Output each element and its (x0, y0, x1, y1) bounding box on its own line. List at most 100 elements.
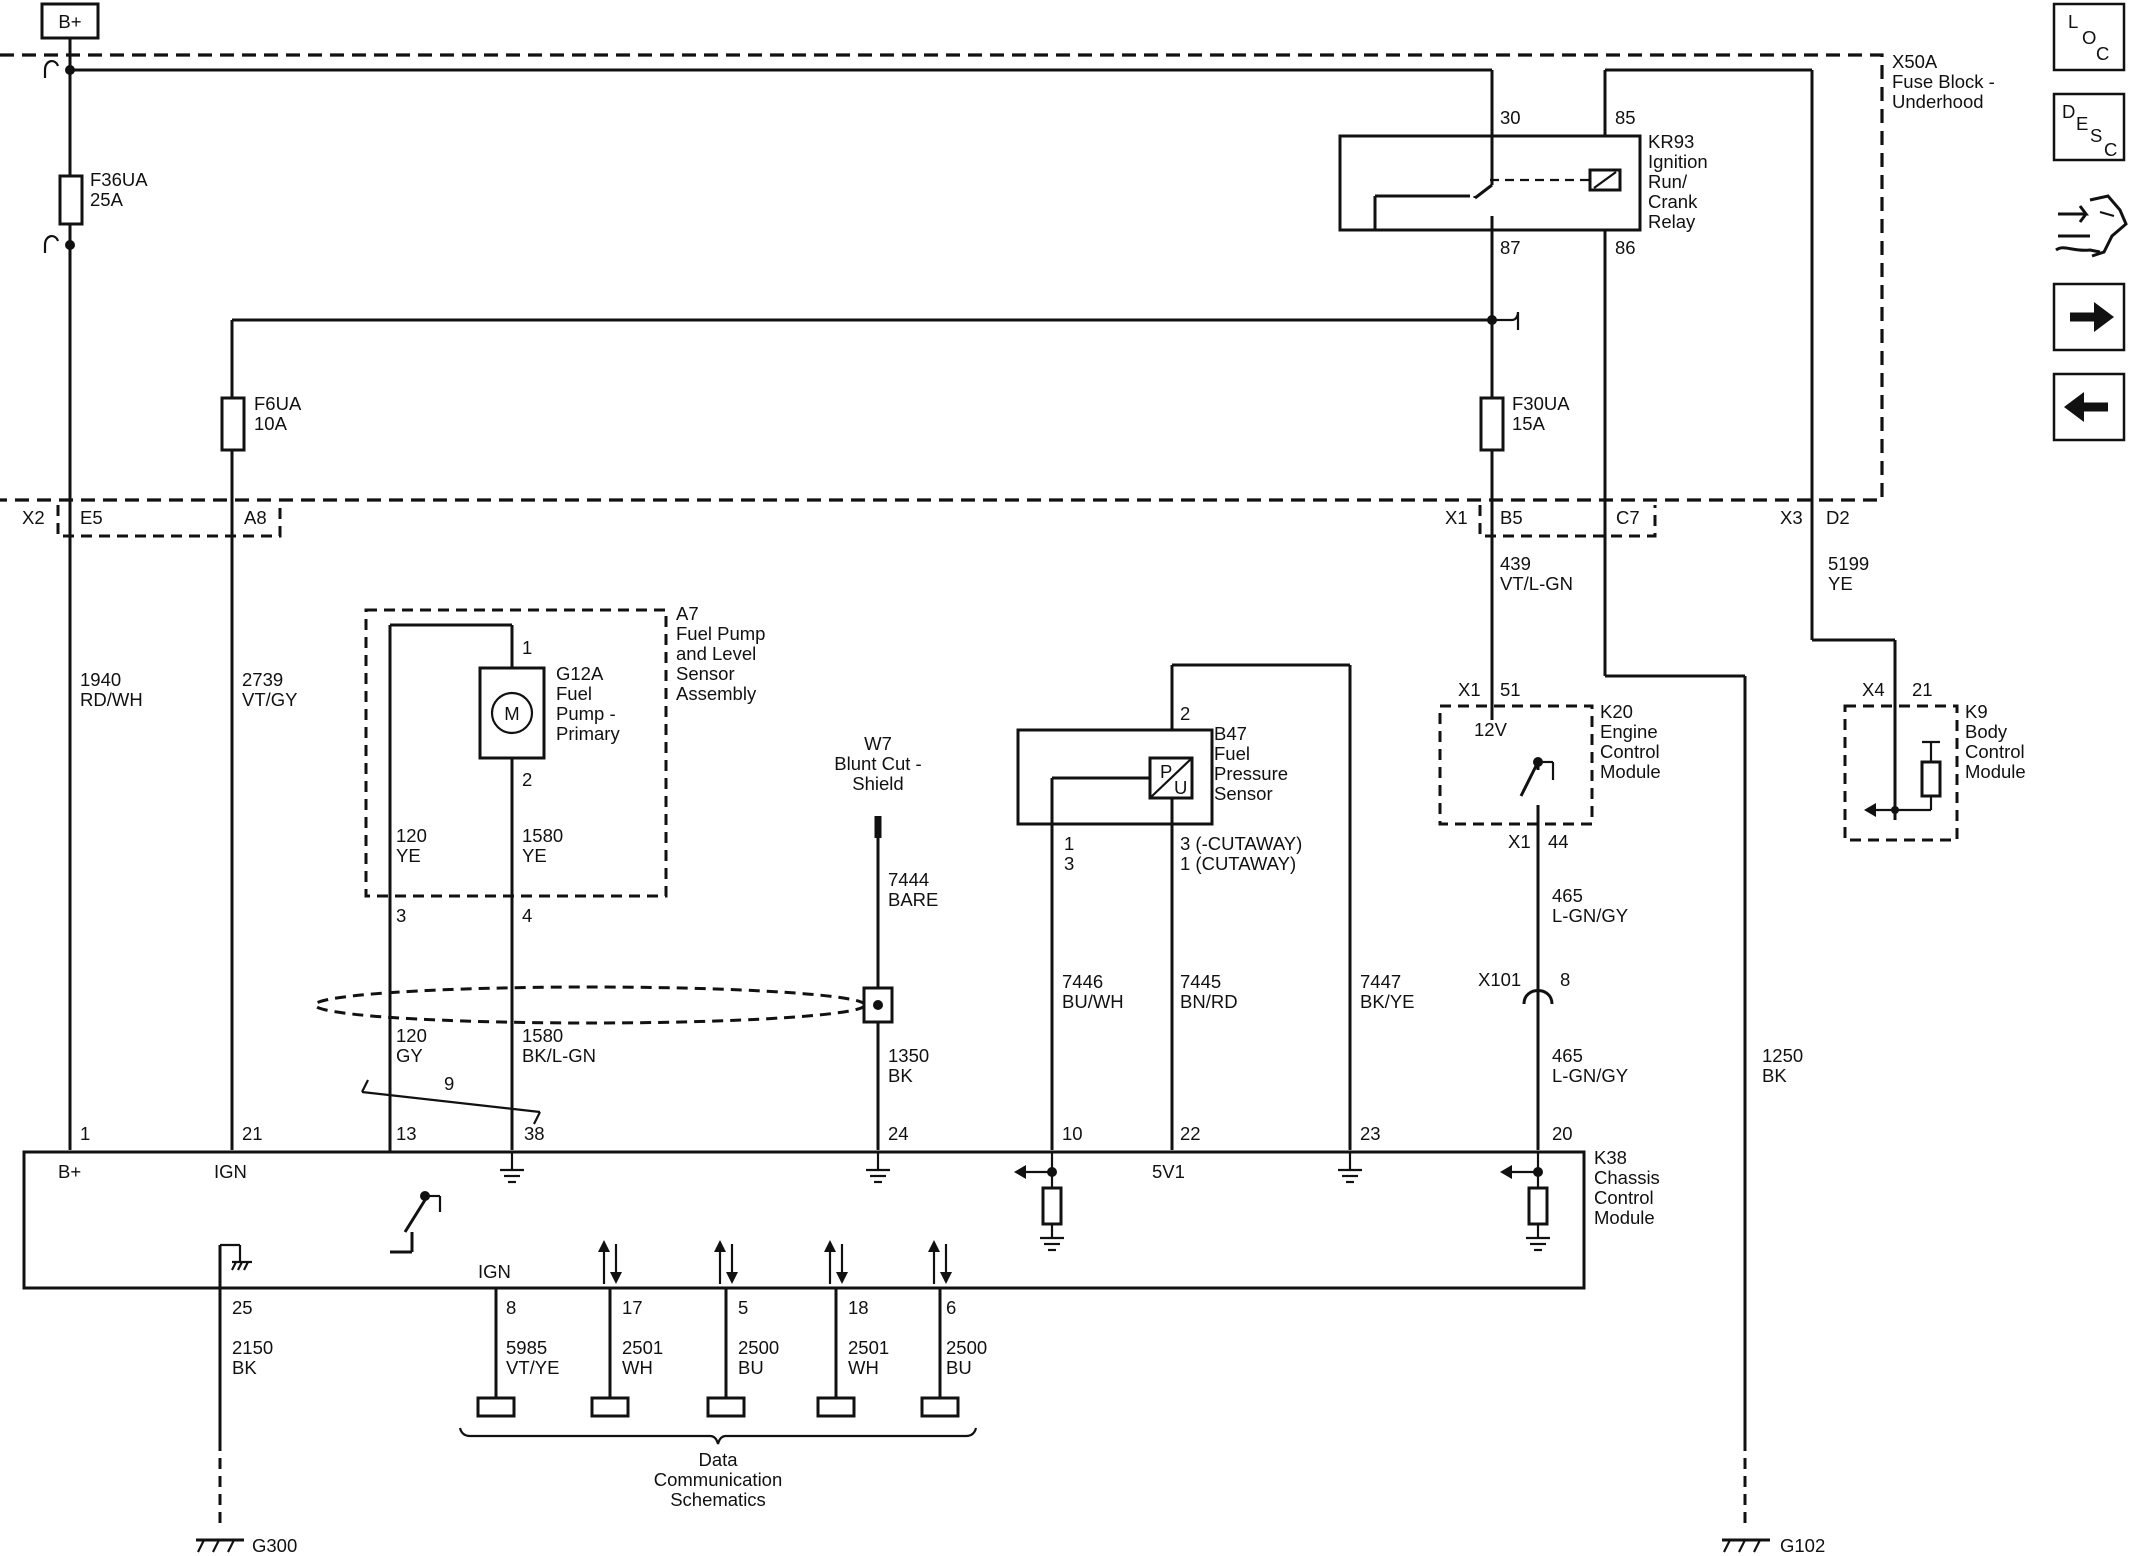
data-communication-wires: Data Communication Schematics 5985 VT/YE… (458, 1288, 987, 1510)
wire-2501b-color: WH (848, 1357, 879, 1378)
k38-desc: Control (1594, 1187, 1654, 1208)
wire-1580bk-color: BK/L-GN (522, 1045, 596, 1066)
wire-1350-color: BK (888, 1065, 913, 1086)
wire-465a-number: 465 (1552, 885, 1583, 906)
k20-desc: Control (1600, 741, 1660, 762)
battery-source: B+ (40, 2, 100, 70)
a7-pin-3: 3 (396, 905, 406, 926)
wire-2150-ground: 2150 BK G300 (196, 1288, 297, 1556)
sensor-u-symbol: U (1174, 777, 1187, 798)
connector-tool-icon[interactable] (2055, 194, 2128, 258)
k38-pin-24: 24 (888, 1123, 909, 1144)
k9-desc: Control (1965, 741, 2025, 762)
location-button[interactable]: L O C (2052, 2, 2126, 72)
k38-pin-10: 10 (1062, 1123, 1083, 1144)
desc-letter: E (2076, 113, 2088, 134)
b47-pin-1-cutaway: 1 (CUTAWAY) (1180, 853, 1296, 874)
connector-c7: C7 (1616, 507, 1640, 528)
wire-465-x101: 465 L-GN/GY X101 8 465 L-GN/GY (1478, 885, 1628, 1086)
back-button[interactable] (2052, 372, 2126, 442)
relay-name: KR93 (1648, 131, 1694, 152)
wire-439-number: 439 (1500, 553, 1531, 574)
loc-letter: L (2068, 11, 2078, 32)
relay-desc: Run/ (1648, 171, 1688, 192)
b47-pin-3-cutaway: 3 (-CUTAWAY) (1180, 833, 1302, 854)
pin-21-k9: 21 (1912, 679, 1933, 700)
relay-kr93: 30 85 87 86 KR93 Ignition Run/ Crank Rel… (1338, 70, 1708, 324)
relay-pin-85: 85 (1615, 107, 1636, 128)
wire-465a-color: L-GN/GY (1552, 905, 1628, 926)
a7-pin-2: 2 (522, 769, 532, 790)
wire-1250-color: BK (1762, 1065, 1787, 1086)
b47-pin-3: 3 (1064, 853, 1074, 874)
w7-name: W7 (864, 733, 892, 754)
relay-pin-87: 87 (1500, 237, 1521, 258)
relay-coil-wiring (1603, 68, 1814, 676)
fuse-f30ua: F30UA 15A (1479, 393, 1570, 720)
k38-pin-18: 18 (848, 1297, 869, 1318)
a7-name: A7 (676, 603, 699, 624)
b47-fuel-pressure-sensor: P U 2 1 3 3 (-CUTAWAY) 1 (CUTAWAY) B47 F… (1016, 663, 1415, 1150)
wire-7445-color: BN/RD (1180, 991, 1238, 1012)
wire-7446-color: BU/WH (1062, 991, 1124, 1012)
wire-120-number: 120 (396, 825, 427, 846)
wire-5985-color: VT/YE (506, 1357, 559, 1378)
k9-desc: Module (1965, 761, 2026, 782)
wire-2500b-color: BU (946, 1357, 972, 1378)
wire-7444-number: 7444 (888, 869, 929, 890)
k38-pin-25: 25 (232, 1297, 253, 1318)
connector-x1-44: X1 (1508, 831, 1531, 852)
connector-x1-51: X1 (1458, 679, 1481, 700)
ground-symbol-38 (500, 1152, 524, 1184)
relay-pin-86: 86 (1615, 237, 1636, 258)
desc-letter: S (2090, 125, 2102, 146)
w7-blunt-cut-shield: W7 Blunt Cut - Shield 7444 BARE 1350 BK (834, 733, 938, 1150)
fuse-block-boundary: X50A Fuse Block - Underhood (0, 51, 1995, 502)
data-comm-label: Communication (654, 1469, 783, 1490)
g12a-desc: Primary (556, 723, 620, 744)
k38-pin-8: 8 (506, 1297, 516, 1318)
k38-ign-label: IGN (214, 1161, 247, 1182)
b47-desc: Pressure (1214, 763, 1288, 784)
k38-pin-20: 20 (1552, 1123, 1573, 1144)
pulldown-pin-20 (1500, 1152, 1550, 1252)
connector-x1: X1 (1445, 507, 1468, 528)
connector-x2: X2 (22, 507, 45, 528)
wire-2501a-number: 2501 (622, 1337, 663, 1358)
b47-pin-1: 1 (1064, 833, 1074, 854)
k38-pin-6: 6 (946, 1297, 956, 1318)
data-comm-label: Schematics (670, 1489, 766, 1510)
shield-ellipse: 120 GY 1580 BK/L-GN 9 (313, 985, 867, 1125)
connector-d2: D2 (1826, 507, 1850, 528)
forward-button[interactable] (2052, 282, 2126, 352)
k38-pin-17: 17 (622, 1297, 643, 1318)
wire-1250-ground: 1250 BK G102 (1605, 674, 1825, 1556)
fuse-block-desc: Underhood (1892, 91, 1984, 112)
b47-name: B47 (1214, 723, 1247, 744)
wire-7444-color: BARE (888, 889, 938, 910)
description-button[interactable]: D E S C (2052, 92, 2126, 162)
motor-symbol: M (504, 703, 519, 724)
wire-2500a-color: BU (738, 1357, 764, 1378)
wire-5199-number: 5199 (1828, 553, 1869, 574)
k20-engine-control-module: 12V X1 51 X1 44 K20 Engine Control Modul… (1438, 679, 1661, 1150)
wire-7447-color: BK/YE (1360, 991, 1415, 1012)
k9-desc: Body (1965, 721, 2008, 742)
wire-7445-number: 7445 (1180, 971, 1221, 992)
fuse-f30-rating: 15A (1512, 413, 1546, 434)
wire-2739-number: 2739 (242, 669, 283, 690)
ground-g300: G300 (252, 1535, 297, 1556)
a7-pin-4: 4 (522, 905, 532, 926)
pin-8-x101: 8 (1560, 969, 1570, 990)
desc-letter: D (2062, 101, 2075, 122)
wire-2150-number: 2150 (232, 1337, 273, 1358)
wire-7447-number: 7447 (1360, 971, 1401, 992)
connector-e5: E5 (80, 507, 103, 528)
wire-2500a-number: 2500 (738, 1337, 779, 1358)
ground-g102: G102 (1780, 1535, 1825, 1556)
w7-desc: Shield (852, 773, 903, 794)
fuse-block-desc: Fuse Block - (1892, 71, 1995, 92)
k20-voltage: 12V (1474, 719, 1508, 740)
g12a-desc: Pump - (556, 703, 616, 724)
wire-1350-number: 1350 (888, 1045, 929, 1066)
